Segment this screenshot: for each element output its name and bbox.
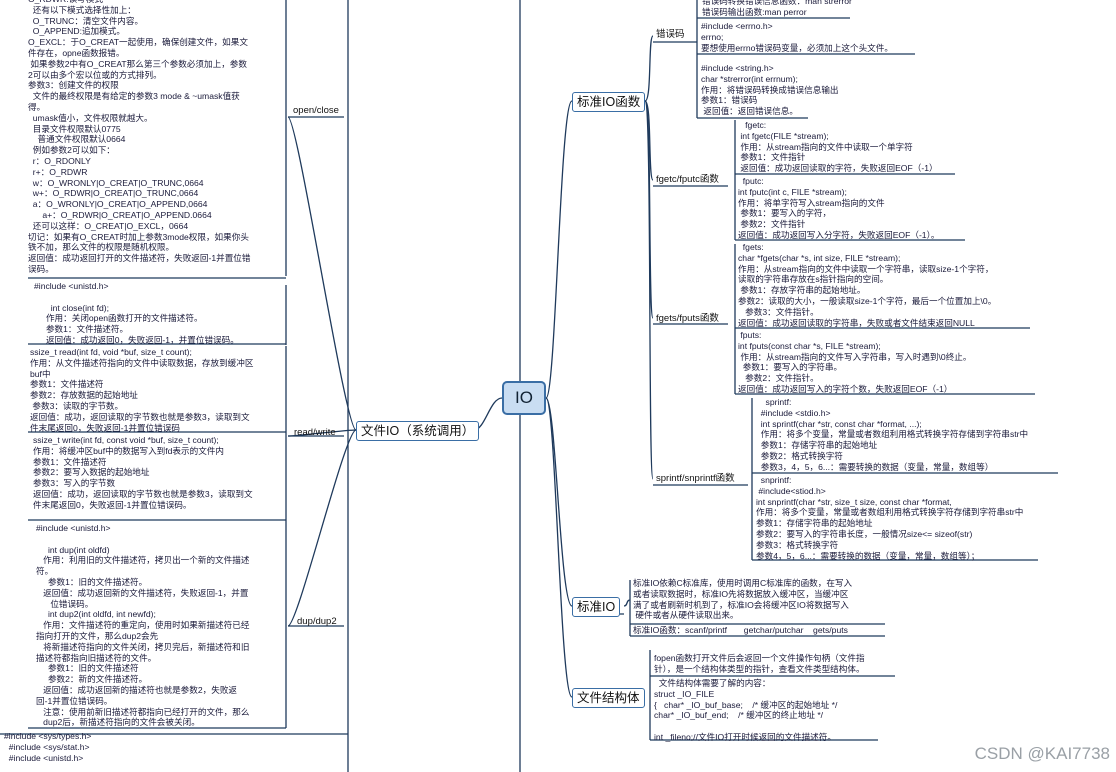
note-fgetc: fgetc: int fgetc(FILE *stream); 作用：从stre…: [740, 120, 938, 174]
note-fopen: fopen函数打开文件后会返回一个文件操作句柄（文件指 针），是一个结构体类型的…: [654, 653, 865, 674]
branch-sprintf-snprintf[interactable]: sprintf/snprintf函数: [656, 473, 735, 484]
branch-fgetc-fputc[interactable]: fgetc/fputc函数: [656, 174, 719, 185]
note-strerror: #include <string.h> char *strerror(int e…: [701, 63, 839, 117]
note-fgets: fgets: char *fgets(char *s, int size, FI…: [738, 242, 997, 328]
note-includes: #include <sys/types.h> #include <sys/sta…: [4, 731, 92, 763]
note-std-io-funcs: 标准IO函数：scanf/printf getchar/putchar gets…: [633, 625, 848, 635]
branch-fgets-fputs[interactable]: fgets/fputs函数: [656, 313, 719, 324]
topic-std-io[interactable]: 标准IO: [572, 597, 621, 617]
note-errno-funcs: 错误码转换错误信息函数：man strerror 错误码输出函数:man per…: [702, 0, 852, 17]
note-read: ssize_t read(int fd, void *buf, size_t c…: [30, 347, 254, 433]
branch-open-close[interactable]: open/close: [293, 105, 339, 116]
note-file-struct: 文件结构体需要了解的内容： struct _IO_FILE { char* _I…: [654, 678, 838, 742]
branch-errno[interactable]: 错误码: [656, 29, 685, 40]
note-dup: #include <unistd.h> int dup(int oldfd) 作…: [36, 523, 250, 728]
branch-read-write[interactable]: read/write: [294, 427, 336, 438]
watermark: CSDN @KAI7738: [974, 744, 1110, 763]
note-fputc: fputc: int fputc(int c, FILE *stream); 作…: [738, 176, 940, 240]
note-errno-header: #include <errno.h> errno; 要想使用errno错误码变量…: [701, 21, 893, 53]
topic-file-struct[interactable]: 文件结构体: [572, 688, 645, 708]
note-snprintf: snprintf: #include<stiod.h> int snprintf…: [756, 475, 1024, 561]
note-open-flags: O_RDWR:读写模式 还有以下模式选择性加上： O_TRUNC：清空文件内容。…: [28, 0, 251, 274]
note-close: #include <unistd.h> int close(int fd); 作…: [34, 281, 239, 345]
topic-std-io-functions[interactable]: 标准IO函数: [572, 92, 646, 112]
note-sprintf: sprintf: #include <stdio.h> int sprintf(…: [760, 397, 1029, 472]
note-std-io-desc: 标准IO依赖C标准库，使用时调用C标准库的函数，在写入 或者读取数据时，标准IO…: [633, 578, 853, 621]
central-topic[interactable]: IO: [502, 381, 546, 415]
note-fputs: fputs: int fputs(const char *s, FILE *st…: [738, 330, 972, 394]
topic-file-io[interactable]: 文件IO（系统调用）: [356, 421, 480, 441]
note-write: ssize_t write(int fd, const void *buf, s…: [33, 435, 253, 510]
branch-dup-dup2[interactable]: dup/dup2: [297, 616, 337, 627]
